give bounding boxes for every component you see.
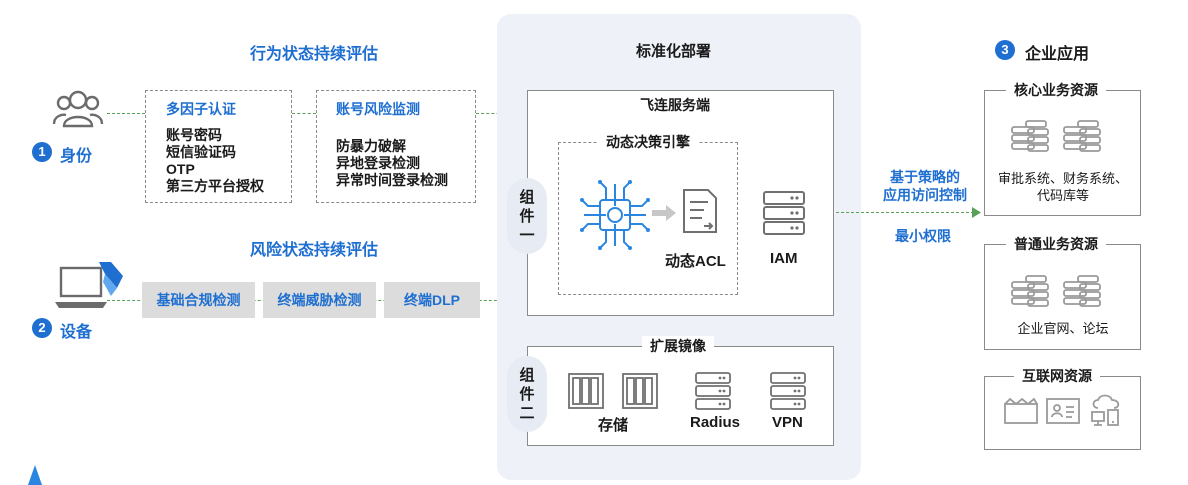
mfa-item: 短信验证码 [166, 144, 236, 160]
mfa-item: OTP [166, 161, 195, 177]
iam-server-icon [763, 191, 805, 235]
access-control-line1: 基于策略的 [890, 169, 960, 185]
device-tag: 基础合规检测 [142, 282, 255, 318]
enterprise-title: 企业应用 [1025, 46, 1090, 63]
risk-item: 异常时间登录检测 [336, 172, 448, 188]
document-icon [683, 189, 717, 233]
internet-resources-title: 互联网资源 [1014, 366, 1100, 386]
radius-label: Radius [690, 414, 741, 431]
radius-server-icon [695, 372, 731, 410]
decision-engine-title: 动态决策引擎 [598, 132, 698, 152]
laptop-icon [55, 262, 123, 308]
logo-fragment-icon [28, 465, 42, 485]
access-control-line2: 应用访问控制 [883, 187, 967, 203]
identity-connector [107, 113, 145, 114]
core-resources-desc: 审批系统、财务系统、 代码库等 [990, 170, 1136, 204]
risk-list: 防暴力破解 异地登录检测 异常时间登录检测 [336, 138, 448, 189]
access-control-label: 基于策略的 应用访问控制 [870, 168, 980, 204]
normal-resources-title: 普通业务资源 [1006, 234, 1106, 254]
deployment-title: 标准化部署 [636, 43, 712, 60]
device-label: 设备 [60, 324, 93, 341]
component-two-pill: 组件二 [507, 356, 547, 432]
database-stack-icon [1011, 120, 1101, 152]
normal-resources-desc: 企业官网、论坛 [1017, 321, 1109, 336]
vpn-server-icon [770, 372, 806, 410]
risk-box: 账号风险监测 防暴力破解 异地登录检测 异常时间登录检测 [316, 90, 476, 203]
least-privilege-label: 最小权限 [895, 228, 951, 244]
device-tag: 终端DLP [384, 282, 480, 318]
identity-number-badge: 1 [32, 142, 52, 162]
component-one-label: 组件一 [519, 189, 535, 244]
enterprise-number-badge: 3 [995, 40, 1015, 60]
chip-icon [580, 180, 650, 250]
component-one-pill: 组件一 [507, 178, 547, 254]
iam-label: IAM [770, 250, 798, 267]
core-resources-title: 核心业务资源 [1006, 80, 1106, 100]
component-two-label: 组件二 [519, 367, 535, 422]
acl-label: 动态ACL [665, 253, 726, 270]
server-title: 飞连服务端 [640, 97, 710, 113]
device-number-badge: 2 [32, 318, 52, 338]
video-icon [1004, 398, 1038, 424]
core-desc-line1: 审批系统、财务系统、 [997, 171, 1128, 186]
decision-engine-box [558, 142, 738, 295]
normal-resources-box [984, 244, 1141, 350]
mirror-title: 扩展镜像 [642, 336, 714, 356]
behavior-eval-title: 行为状态持续评估 [250, 46, 379, 63]
arrow-right-icon [972, 207, 981, 218]
cloud-device-icon [1091, 394, 1120, 426]
users-icon [52, 90, 104, 128]
internet-resources-box [984, 376, 1141, 450]
mfa-title: 多因子认证 [166, 101, 236, 117]
storage-icon [568, 373, 658, 409]
risk-item: 异地登录检测 [336, 155, 420, 171]
device-eval-title: 风险状态持续评估 [250, 242, 379, 259]
database-stack-icon [1011, 275, 1101, 307]
mfa-box: 多因子认证 账号密码 短信验证码 OTP 第三方平台授权 [145, 90, 292, 203]
mfa-risk-connector [292, 113, 316, 114]
mfa-item: 账号密码 [166, 127, 222, 143]
risk-title: 账号风险监测 [336, 101, 420, 117]
mfa-list: 账号密码 短信验证码 OTP 第三方平台授权 [166, 127, 264, 195]
mfa-item: 第三方平台授权 [166, 178, 264, 194]
identity-label: 身份 [60, 148, 93, 165]
storage-label: 存储 [598, 417, 629, 434]
profile-card-icon [1046, 398, 1080, 424]
vpn-label: VPN [772, 414, 803, 431]
device-tag: 终端威胁检测 [263, 282, 376, 318]
core-desc-line2: 代码库等 [1036, 188, 1089, 203]
access-connector [836, 212, 974, 213]
arrow-right-icon [652, 205, 676, 221]
risk-item: 防暴力破解 [336, 138, 406, 154]
